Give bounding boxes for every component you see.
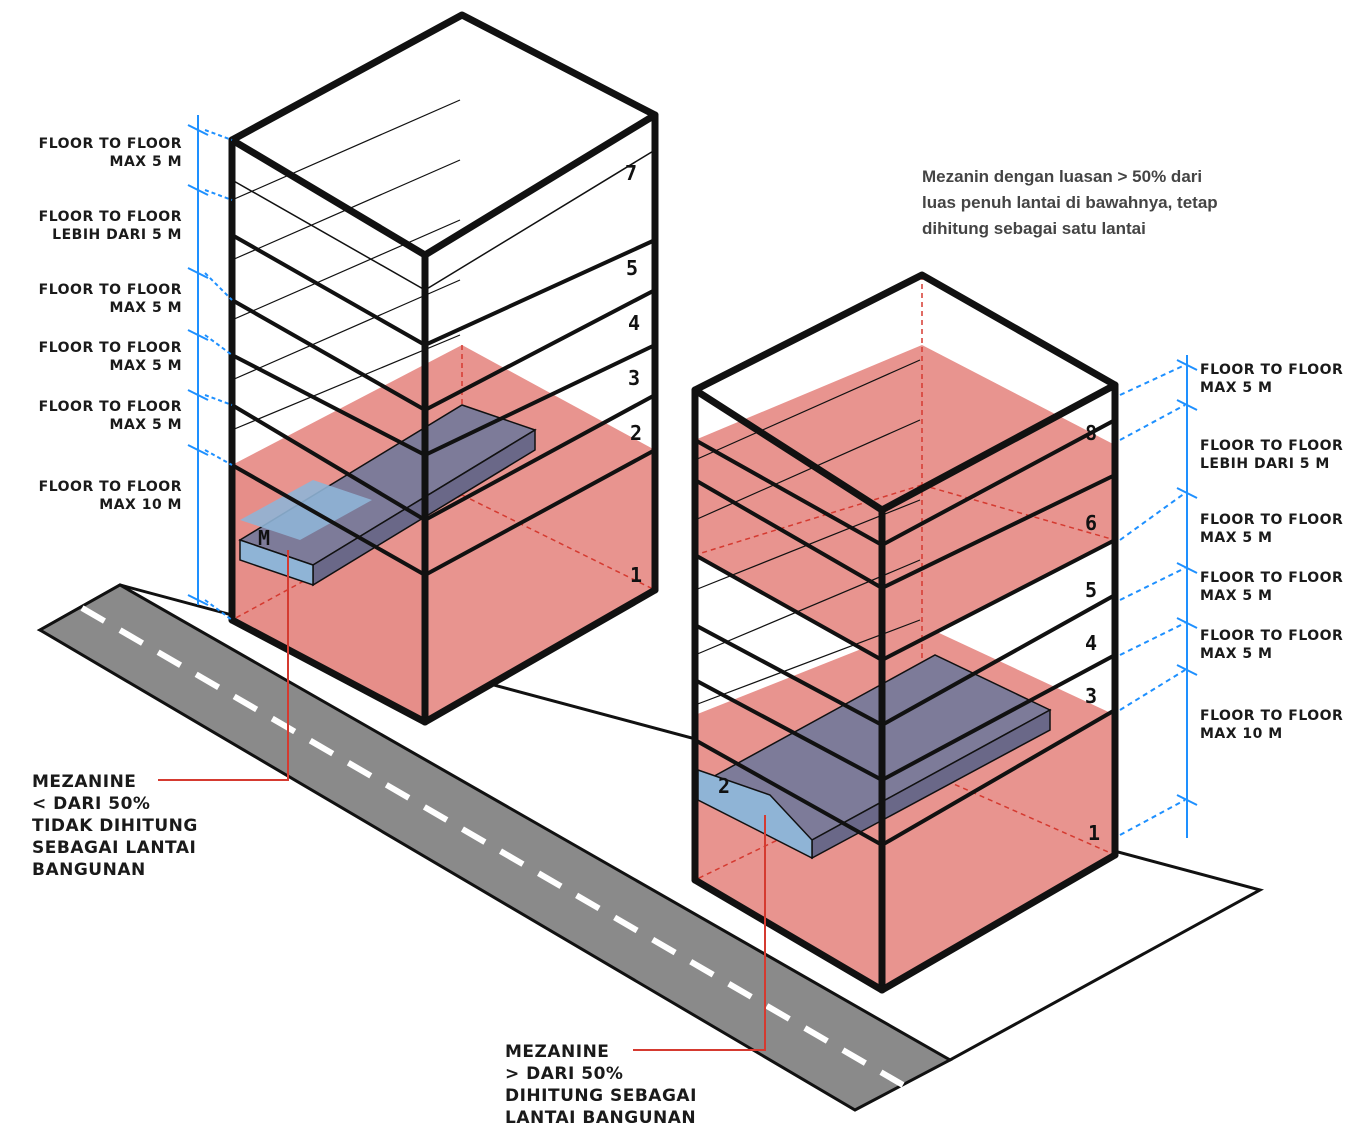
right-dim-label-5a: FLOOR TO FLOOR bbox=[1200, 628, 1343, 644]
left-callout-line-1: MEZANINE bbox=[32, 772, 136, 792]
right-dim-label-2a: FLOOR TO FLOOR bbox=[1200, 438, 1343, 454]
right-dimension-labels: FLOOR TO FLOOR MAX 5 M FLOOR TO FLOOR LE… bbox=[1200, 362, 1343, 742]
left-dimension-line bbox=[187, 115, 233, 621]
right-dim-label-4a: FLOOR TO FLOOR bbox=[1200, 570, 1343, 586]
left-dimension-labels: FLOOR TO FLOOR MAX 5 M FLOOR TO FLOOR LE… bbox=[39, 136, 182, 513]
note-line-2: luas penuh lantai di bawahnya, tetap bbox=[922, 193, 1218, 212]
left-callout-line-5: BANGUNAN bbox=[32, 860, 146, 880]
right-dim-label-5b: MAX 5 M bbox=[1200, 646, 1272, 662]
note-line-1: Mezanin dengan luasan > 50% dari bbox=[922, 167, 1202, 186]
right-callout: MEZANINE > DARI 50% DIHITUNG SEBAGAI LAN… bbox=[505, 815, 766, 1128]
left-floor-number-2: 2 bbox=[630, 421, 642, 445]
right-callout-line-1: MEZANINE bbox=[505, 1042, 609, 1062]
right-callout-line-3: DIHITUNG SEBAGAI bbox=[505, 1086, 697, 1106]
right-dim-label-6a: FLOOR TO FLOOR bbox=[1200, 708, 1343, 724]
left-dim-label-3b: MAX 5 M bbox=[110, 300, 182, 316]
left-floor-number-1: 1 bbox=[630, 563, 642, 587]
left-callout-line-3: TIDAK DIHITUNG bbox=[32, 816, 198, 836]
left-dim-label-1a: FLOOR TO FLOOR bbox=[39, 136, 182, 152]
left-building: 7 5 4 3 2 1 M bbox=[228, 11, 659, 726]
left-callout-line-2: < DARI 50% bbox=[32, 794, 150, 814]
right-mezzanine-label: 2 bbox=[718, 774, 730, 798]
right-callout-leader bbox=[633, 815, 766, 1051]
right-floor-number-6: 6 bbox=[1085, 511, 1097, 535]
left-dim-label-6a: FLOOR TO FLOOR bbox=[39, 479, 182, 495]
left-floor-number-3: 3 bbox=[628, 366, 640, 390]
left-callout-leader bbox=[158, 550, 289, 781]
left-dim-label-5b: MAX 5 M bbox=[110, 417, 182, 433]
left-building-outline bbox=[228, 11, 659, 726]
right-floor-number-4: 4 bbox=[1085, 631, 1097, 655]
right-callout-line-4: LANTAI BANGUNAN bbox=[505, 1108, 696, 1128]
right-floor-number-1: 1 bbox=[1088, 821, 1100, 845]
left-dim-label-5a: FLOOR TO FLOOR bbox=[39, 399, 182, 415]
right-floor-number-8: 8 bbox=[1085, 421, 1097, 445]
right-dim-label-1a: FLOOR TO FLOOR bbox=[1200, 362, 1343, 378]
right-dim-label-6b: MAX 10 M bbox=[1200, 726, 1283, 742]
note-text: Mezanin dengan luasan > 50% dari luas pe… bbox=[922, 167, 1218, 238]
left-callout: MEZANINE < DARI 50% TIDAK DIHITUNG SEBAG… bbox=[32, 550, 289, 880]
left-floor-number-7: 7 bbox=[625, 161, 637, 185]
right-floor-number-3: 3 bbox=[1085, 684, 1097, 708]
left-dim-label-3a: FLOOR TO FLOOR bbox=[39, 282, 182, 298]
left-floor-number-5: 5 bbox=[626, 256, 638, 280]
right-upper-volume bbox=[695, 345, 1115, 660]
right-building: 8 6 5 4 3 1 2 bbox=[691, 271, 1119, 994]
right-building-outline bbox=[691, 271, 1119, 994]
left-dim-label-4b: MAX 5 M bbox=[110, 358, 182, 374]
right-dim-label-3a: FLOOR TO FLOOR bbox=[1200, 512, 1343, 528]
right-callout-line-2: > DARI 50% bbox=[505, 1064, 623, 1084]
right-floor-number-5: 5 bbox=[1085, 578, 1097, 602]
right-dimension-line bbox=[1119, 355, 1198, 838]
left-floor-number-4: 4 bbox=[628, 311, 640, 335]
left-dim-label-2a: FLOOR TO FLOOR bbox=[39, 209, 182, 225]
left-dim-label-4a: FLOOR TO FLOOR bbox=[39, 340, 182, 356]
left-callout-line-4: SEBAGAI LANTAI bbox=[32, 838, 196, 858]
road bbox=[36, 583, 954, 1112]
left-dim-label-2b: LEBIH DARI 5 M bbox=[52, 227, 182, 243]
left-mezzanine-label: M bbox=[258, 526, 270, 550]
right-dim-label-1b: MAX 5 M bbox=[1200, 380, 1272, 396]
right-dim-label-4b: MAX 5 M bbox=[1200, 588, 1272, 604]
left-dim-label-1b: MAX 5 M bbox=[110, 154, 182, 170]
right-dim-label-2b: LEBIH DARI 5 M bbox=[1200, 456, 1330, 472]
right-dim-label-3b: MAX 5 M bbox=[1200, 530, 1272, 546]
note-line-3: dihitung sebagai satu lantai bbox=[922, 219, 1146, 238]
left-dim-label-6b: MAX 10 M bbox=[99, 497, 182, 513]
